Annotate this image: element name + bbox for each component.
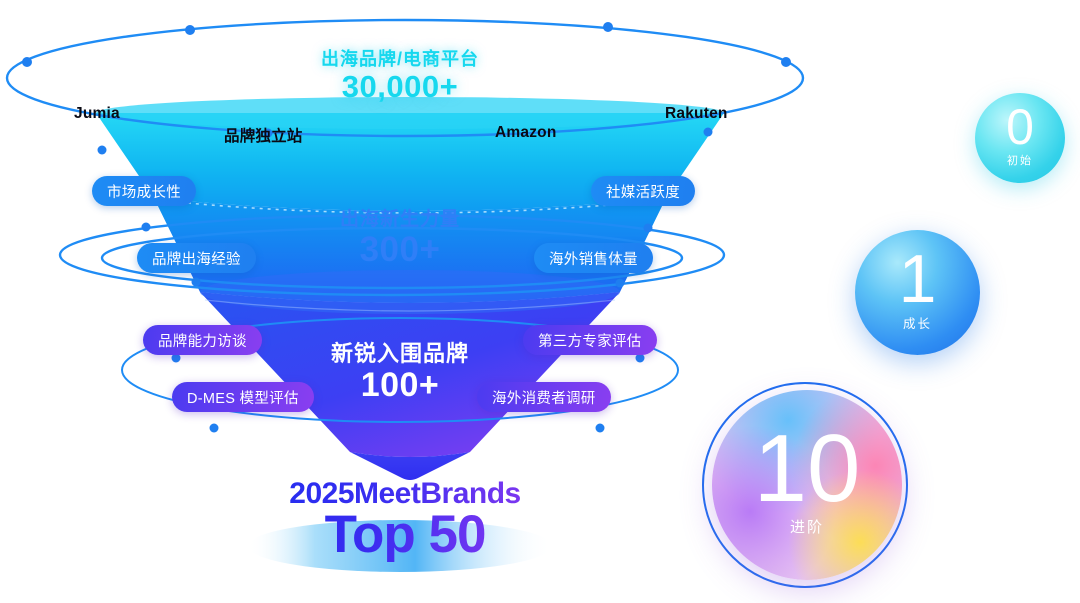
stage-bubble-advanced-ring (702, 382, 908, 588)
funnel-stat-top: 出海品牌/电商平台 30,000+ (250, 48, 550, 103)
wordmark: 2025MeetBrands Top 50 (220, 478, 590, 562)
criteria-pill-overseas-sales[interactable]: 海外销售体量 (534, 243, 653, 273)
funnel-stat-top-number: 30,000+ (341, 68, 459, 104)
funnel-stat-middle-number: 300+ (359, 229, 441, 269)
stage-bubble-growth-label: 成长 (902, 317, 932, 332)
stage-bubble-growth[interactable]: 1 成长 (855, 230, 980, 355)
wordmark-line-1: 2025MeetBrands (220, 478, 590, 510)
criteria-pill-overseas-experience[interactable]: 品牌出海经验 (137, 243, 256, 273)
platform-label-jumia: Jumia (74, 105, 120, 122)
funnel-stat-lower: 新锐入围品牌 100+ (250, 340, 550, 403)
stage-bubble-initial-label: 初始 (1007, 155, 1033, 168)
platform-label-rakuten: Rakuten (665, 105, 728, 122)
criteria-pill-social-activity[interactable]: 社媒活跃度 (591, 176, 695, 206)
funnel-stat-lower-number: 100+ (360, 365, 440, 404)
stage-bubble-advanced-number: 10 (753, 414, 861, 522)
stage-bubble-advanced[interactable]: 10 进阶 (712, 390, 902, 580)
funnel-tip (350, 452, 470, 480)
funnel-stat-middle: 出海新生力量 300+ (250, 208, 550, 269)
stage-bubble-advanced-label: 进阶 (789, 519, 824, 537)
stage-bubble-initial-number: 0 (1006, 98, 1034, 155)
funnel-stat-top-caption: 出海品牌/电商平台 (320, 49, 479, 69)
funnel-stat-lower-caption: 新锐入围品牌 (330, 341, 469, 366)
platform-label-amazon: Amazon (495, 124, 557, 141)
funnel-stat-middle-caption: 出海新生力量 (339, 209, 460, 230)
wordmark-line-2: Top 50 (220, 507, 590, 562)
platform-label-dtc: 品牌独立站 (224, 128, 303, 145)
wordmark-glow-plate (248, 520, 552, 572)
stage-bubble-growth-number: 1 (898, 240, 937, 317)
stage-bubble-initial[interactable]: 0 初始 (975, 93, 1065, 183)
criteria-pill-market-growth[interactable]: 市场成长性 (92, 176, 196, 206)
criteria-pill-brand-interview[interactable]: 品牌能力访谈 (143, 325, 262, 355)
